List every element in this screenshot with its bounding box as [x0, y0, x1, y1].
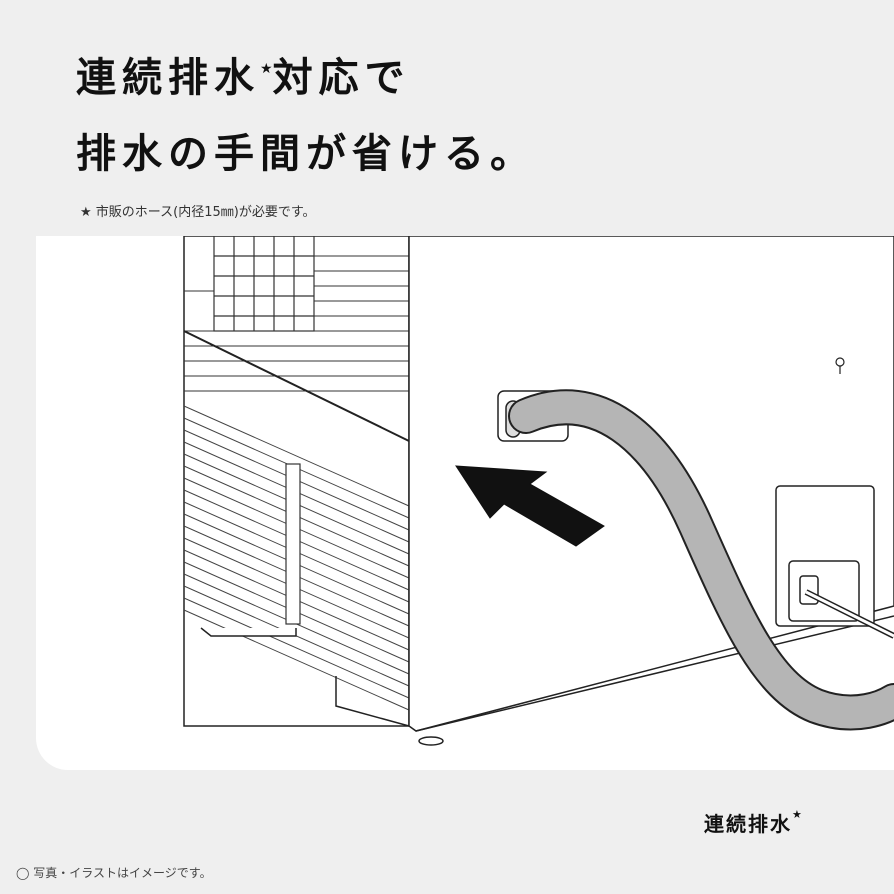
headline-line-2: 排水の手間が省ける。 [76, 131, 536, 177]
caster [418, 736, 444, 746]
dehumidifier-illustration [183, 236, 894, 746]
direction-arrow [455, 465, 605, 547]
illustration-panel [36, 236, 894, 770]
unit-side [408, 236, 894, 746]
disclaimer: ◯ 写真・イラストはイメージです。 [16, 866, 212, 880]
unit-front [183, 236, 410, 727]
keyhole-icon [835, 357, 845, 374]
front-grille-grid [213, 236, 315, 332]
handle-slot [285, 463, 301, 625]
caption-star-mark: ★ [792, 808, 802, 821]
headline-line-1-main: 連続排水 [76, 55, 260, 101]
star-mark: ★ [260, 61, 273, 77]
headline-line-1-rest: 対応で [272, 55, 411, 101]
caption-label: 連続排水 [704, 812, 792, 836]
wall-bracket [775, 485, 894, 639]
headline-line-1: 連続排水★対応で [76, 58, 411, 98]
caption: 連続排水★ [704, 808, 802, 837]
footnote: ★ 市販のホース(内径15㎜)が必要です。 [80, 205, 316, 220]
